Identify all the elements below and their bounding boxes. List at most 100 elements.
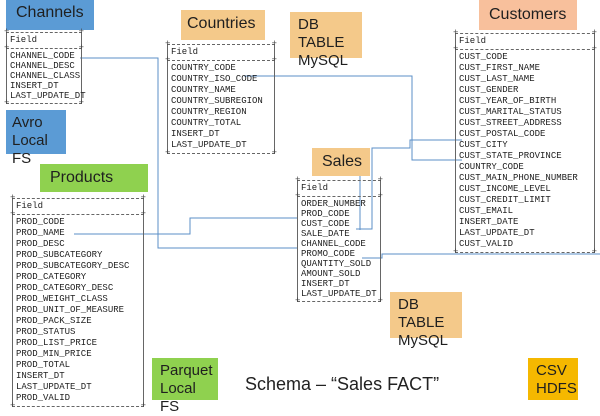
connector-cust-code [356, 139, 462, 230]
table-field-row: CUST_LAST_NAME [459, 74, 535, 84]
table-field-row: CUST_CODE [459, 52, 508, 62]
products-label: Products [40, 164, 148, 192]
corner-mark: + [140, 209, 146, 219]
corner-mark: + [453, 247, 459, 257]
table-field-row: COUNTRY_SUBREGION [171, 96, 263, 106]
channels-label: Channels [6, 0, 94, 30]
db-table-label-line2: MySQL [398, 332, 449, 349]
corner-mark: + [10, 401, 16, 411]
table-border: ++ [4, 43, 84, 53]
table-field-row: PROD_SUBCATEGORY_DESC [16, 261, 130, 271]
avro-local-fs-label: Avro Local FS [6, 110, 66, 167]
table-field-row: CUST_STATE_PROVINCE [459, 151, 562, 161]
table-field-row: PROD_WEIGHT_CLASS [16, 294, 108, 304]
table-header: Field [455, 34, 595, 49]
table-field-row: PROD_CODE [16, 217, 65, 227]
table-field-row: CUST_EMAIL [459, 206, 514, 216]
table-field-row: LAST_UPDATE_DT [10, 91, 86, 101]
corner-mark: + [271, 55, 277, 65]
customers-label: Customers [479, 0, 577, 30]
table-field-row: SALE_DATE [301, 229, 350, 239]
corner-mark: + [591, 44, 597, 54]
table-field-row: PROD_DESC [16, 239, 65, 249]
table-field-row: PROD_PACK_SIZE [16, 316, 92, 326]
table-field-row: COUNTRY_TOTAL [171, 118, 242, 128]
table-border: ++ [295, 296, 383, 306]
corner-mark: + [591, 28, 597, 38]
corner-mark: + [453, 28, 459, 38]
corner-mark: + [377, 296, 383, 306]
corner-mark: + [4, 98, 10, 108]
table-header: Field [6, 33, 82, 48]
table-field-row: CUST_INCOME_LEVEL [459, 184, 551, 194]
table-border: ++ [295, 175, 383, 185]
table-field-row: QUANTITY_SOLD [301, 259, 372, 269]
table-field-row: COUNTRY_ISO_CODE [171, 74, 258, 84]
db-table-mysql-label-top: DB TABLE MySQL [290, 12, 362, 69]
table-field-row: PROD_LIST_PRICE [16, 338, 98, 348]
table-field-row: LAST_UPDATE_DT [301, 289, 377, 299]
table-field-row: PROD_CODE [301, 209, 350, 219]
table-field-row: COUNTRY_CODE [171, 63, 236, 73]
table-border: ++ [4, 27, 84, 37]
table-header: Field [297, 181, 381, 196]
parquet-label-line1: Parquet [160, 362, 213, 379]
table-field-row: PROD_CATEGORY [16, 272, 87, 282]
table-field-row: INSERT_DT [171, 129, 220, 139]
table-field-row: INSERT_DT [16, 371, 65, 381]
table-border: ++ [10, 209, 146, 219]
corner-mark: + [10, 193, 16, 203]
corner-mark: + [295, 296, 301, 306]
connector-promo-code [362, 253, 600, 259]
table-header: Field [12, 199, 144, 214]
table-field-row: ORDER_NUMBER [301, 199, 366, 209]
table-field-row: PROMO_CODE [301, 249, 356, 259]
table-border: ++ [4, 98, 84, 108]
corner-mark: + [10, 209, 16, 219]
corner-mark: + [295, 191, 301, 201]
table-field-row: CUST_STREET_ADDRESS [459, 118, 562, 128]
table-border: ++ [165, 55, 277, 65]
sales-label: Sales [312, 148, 370, 176]
schema-title: Schema – “Sales FACT” [245, 374, 440, 394]
corner-mark: + [377, 175, 383, 185]
table-border: ++ [295, 191, 383, 201]
corner-mark: + [140, 193, 146, 203]
table-field-row: INSERT_DT [301, 279, 350, 289]
corner-mark: + [271, 148, 277, 158]
table-field-row: CUST_CODE [301, 219, 350, 229]
connector-channel-code [80, 57, 298, 249]
table-field-row: CUST_POSTAL_CODE [459, 129, 546, 139]
csv-label-line2: HDFS [536, 380, 577, 397]
corner-mark: + [140, 401, 146, 411]
table-field-row: PROD_MIN_PRICE [16, 349, 92, 359]
countries-label: Countries [181, 10, 265, 40]
connector-prod-code [74, 217, 298, 235]
table-border: ++ [10, 193, 146, 203]
parquet-label-line2: Local FS [160, 380, 196, 415]
db-table-mysql-label-bottom: DB TABLE MySQL [390, 292, 462, 349]
avro-label-line2: Local FS [12, 132, 48, 167]
table-field-row: CUST_YEAR_OF_BIRTH [459, 96, 557, 106]
table-field-row: CUST_FIRST_NAME [459, 63, 541, 73]
table-field-row: INSERT_DATE [459, 217, 519, 227]
corner-mark: + [165, 55, 171, 65]
csv-label-line1: CSV [536, 362, 567, 379]
table-field-row: CUST_CREDIT_LIMIT [459, 195, 551, 205]
table-field-row: PROD_NAME [16, 228, 65, 238]
db-table-label-line1: DB TABLE [298, 16, 345, 51]
relationship-connectors [74, 57, 600, 259]
corner-mark: + [78, 43, 84, 53]
table-field-row: CUST_VALID [459, 239, 514, 249]
corner-mark: + [165, 148, 171, 158]
table-field-row: CHANNEL_CODE [301, 239, 366, 249]
parquet-local-fs-label: Parquet Local FS [152, 358, 218, 415]
table-field-row: LAST_UPDATE_DT [16, 382, 92, 392]
